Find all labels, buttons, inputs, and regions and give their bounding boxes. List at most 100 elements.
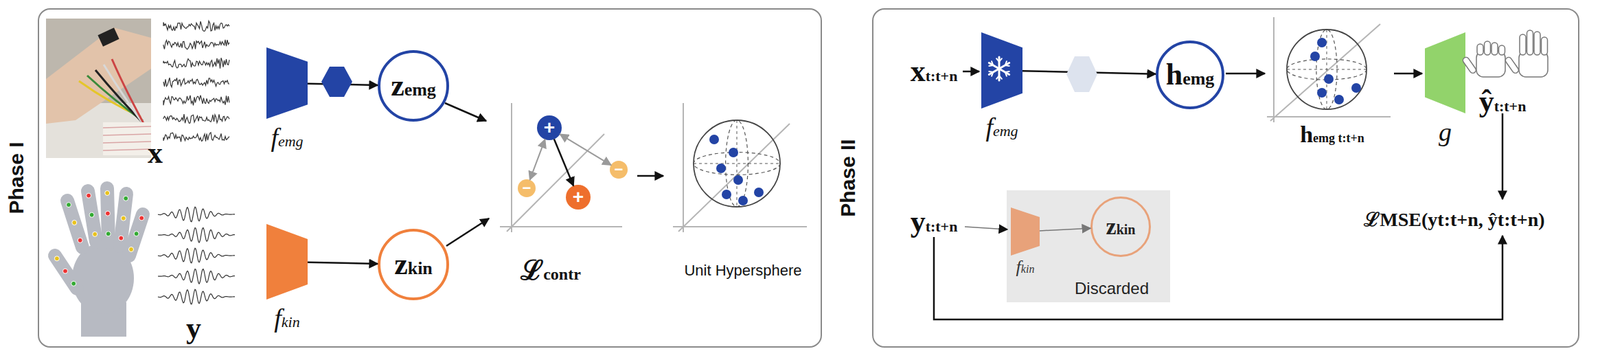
sign-symbol: − xyxy=(522,180,532,196)
photo-sensor xyxy=(97,27,119,47)
glove-marker xyxy=(89,212,95,217)
glove-finger xyxy=(129,214,143,256)
emg-signal xyxy=(163,21,230,32)
connector xyxy=(307,262,378,264)
embedding-dot xyxy=(753,187,764,198)
flow-arrow xyxy=(1225,72,1265,75)
flow-arrow xyxy=(446,218,489,246)
plot-axis xyxy=(1270,24,1381,121)
flow-arrow xyxy=(1501,113,1504,200)
embedding-dot xyxy=(738,195,748,206)
embedding-circle: zemg xyxy=(377,50,450,122)
encoder-trapezoid: fkin xyxy=(266,223,308,300)
embedding-dot xyxy=(733,175,744,185)
kinematic-signal xyxy=(157,269,235,284)
projection-head-faded xyxy=(1066,56,1098,93)
target-line xyxy=(933,235,1503,320)
variable-label: xt:t+n xyxy=(910,56,958,87)
plot-axis xyxy=(499,225,623,228)
embedding-dot xyxy=(1334,94,1344,105)
photo-wire xyxy=(103,64,147,130)
flow-arrow xyxy=(637,175,664,178)
sample-point: − xyxy=(609,160,628,179)
trapezoid-shape xyxy=(266,47,308,119)
emg-signal xyxy=(163,95,230,106)
glove-marker xyxy=(66,202,72,208)
glove-finger xyxy=(67,200,83,248)
connector xyxy=(307,83,378,86)
variable-label: yt:t+n xyxy=(910,206,958,237)
glove-marker xyxy=(71,280,77,286)
photo-wire xyxy=(78,81,141,117)
variable-label: y xyxy=(186,313,202,344)
embedding-dot xyxy=(1351,83,1362,93)
hand-thumb xyxy=(1504,56,1520,75)
embedding-circle: hemg xyxy=(1155,40,1225,110)
hand-finger xyxy=(1541,37,1548,55)
glove-marker xyxy=(105,210,110,216)
embedding-dot xyxy=(1317,87,1327,98)
glove-marker xyxy=(139,215,145,221)
photo-arm xyxy=(46,27,152,124)
photo-wire xyxy=(111,59,150,134)
function-label: fkin xyxy=(1016,258,1035,277)
glove-palm xyxy=(72,242,134,314)
glove-marker xyxy=(63,268,68,274)
glove-marker xyxy=(92,231,98,237)
snowflake-branch xyxy=(996,58,1000,62)
glove-marker xyxy=(72,220,77,226)
encoder-trapezoid: femg xyxy=(266,47,308,119)
plot-axis xyxy=(506,133,605,232)
variable-label: ℒcontr xyxy=(520,256,581,285)
sign-symbol: + xyxy=(543,118,555,138)
flow-arrow xyxy=(444,103,487,121)
discarded-box: Discarded fkin zkin xyxy=(1006,190,1171,303)
glove-marker xyxy=(86,192,92,198)
glove-marker xyxy=(133,231,139,237)
sign-symbol: − xyxy=(614,162,624,178)
glove-marker xyxy=(129,247,134,253)
function-label: fkin xyxy=(273,304,300,331)
embedding-circle: zkin xyxy=(377,228,450,301)
bandage-stripe xyxy=(103,126,152,128)
plot-axis xyxy=(1273,17,1275,123)
snowflake-branch xyxy=(1005,71,1010,73)
panel-heading: Phase I xyxy=(4,141,29,214)
flow-arrow xyxy=(1393,72,1423,75)
plot-axis xyxy=(1266,116,1391,118)
photo-wire xyxy=(95,70,145,125)
plot-axis xyxy=(678,123,790,232)
glove-marker xyxy=(105,190,110,196)
phase-panel: Phase Ifemgzemg+−−+fkinzkin xyxy=(37,8,822,348)
sphere-meridian xyxy=(725,120,749,207)
snowflake-branch xyxy=(988,65,993,66)
phase-panel: Phase IIfemghemggDiscardedfkinzkin xyxy=(872,8,1580,348)
emg-signal xyxy=(163,57,230,69)
hand-finger xyxy=(1484,41,1491,55)
glove-marker xyxy=(118,235,124,241)
glove-finger xyxy=(120,193,127,246)
variable-label: ℒMSE(yt:t+n, ŷt:t+n) xyxy=(1363,210,1545,230)
glove-marker xyxy=(120,215,126,221)
sample-point: − xyxy=(517,179,536,198)
photo-background xyxy=(46,18,152,158)
kinematic-signal xyxy=(157,247,235,263)
embedding-symbol: zkin xyxy=(1106,214,1136,239)
kinematic-signal xyxy=(157,227,235,243)
bandage-stripe xyxy=(103,141,152,143)
trapezoid-shape xyxy=(1424,32,1466,114)
status-label: Discarded xyxy=(1074,278,1149,299)
trapezoid-outline xyxy=(1424,32,1466,114)
snowflake-branch xyxy=(1005,65,1010,66)
embedding-dot xyxy=(728,147,739,158)
emg-signal xyxy=(163,132,230,142)
sphere-axis xyxy=(1286,69,1367,71)
function-label: femg xyxy=(270,124,303,151)
trapezoid-outline xyxy=(1010,207,1040,256)
trapezoid-shape xyxy=(981,32,1023,109)
projection-head xyxy=(321,66,353,97)
embedding-dot xyxy=(1323,74,1334,84)
